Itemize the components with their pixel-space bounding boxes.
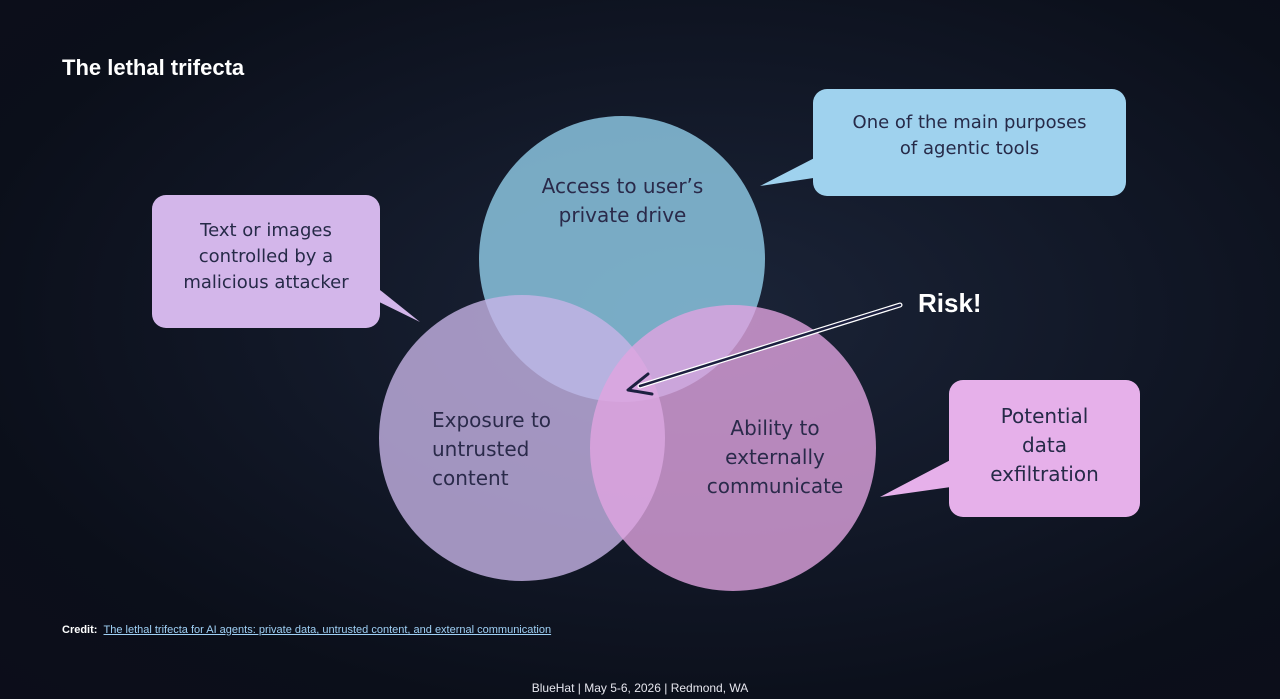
callout-left-text: Text or images controlled by a malicious… — [183, 220, 349, 294]
credit-line: Credit: The lethal trifecta for AI agent… — [62, 624, 551, 636]
risk-arrow-shaft — [638, 303, 902, 388]
callout-left — [152, 195, 420, 328]
circle-external-communication-label: Ability to externally communicate — [706, 416, 844, 498]
circle-untrusted-content — [379, 295, 665, 581]
circle-private-data-label: Access to user’s private drive — [541, 174, 704, 227]
circle-external-communication — [590, 305, 876, 591]
callout-right — [880, 380, 1140, 517]
callout-left-box — [152, 195, 380, 328]
callout-right-text: Potential data exfiltration — [990, 404, 1099, 486]
callout-top-right — [760, 89, 1126, 196]
risk-arrow — [626, 302, 903, 396]
risk-arrow-head — [626, 372, 654, 396]
callout-top-right-box — [813, 89, 1126, 196]
callout-right-box — [949, 380, 1140, 517]
footer-event-info: BlueHat | May 5-6, 2026 | Redmond, WA — [531, 681, 749, 695]
slide-title: The lethal trifecta — [62, 55, 245, 80]
credit-label: Credit: — [62, 624, 98, 636]
circle-untrusted-content-label: Exposure to untrusted content — [432, 408, 552, 490]
credit-link[interactable]: The lethal trifecta for AI agents: priva… — [103, 624, 552, 636]
risk-label: Risk! — [918, 288, 982, 318]
callout-top-right-text: One of the main purposes of agentic tool… — [852, 112, 1087, 160]
callout-right-tail — [880, 455, 965, 497]
